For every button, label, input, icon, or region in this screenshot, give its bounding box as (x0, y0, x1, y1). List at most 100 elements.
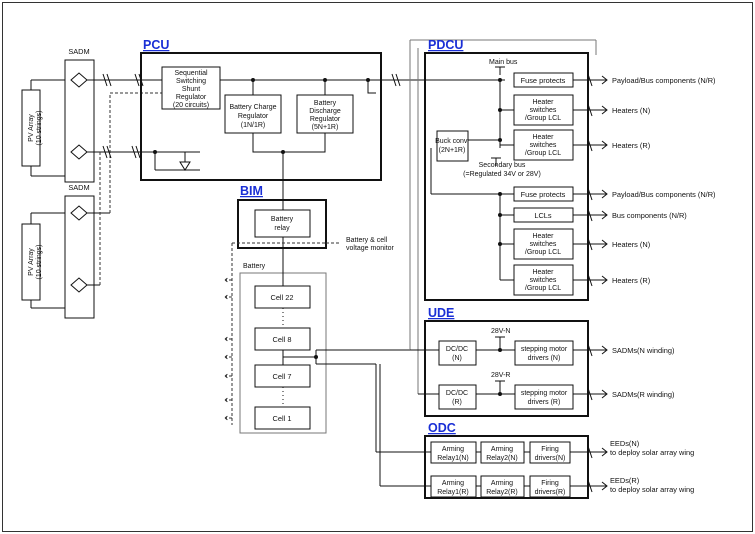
h4-l2: switches (530, 277, 557, 284)
ude-out-n: SADMs(N winding) (612, 346, 674, 355)
pcu-wiring (220, 73, 505, 210)
bdr-l1: Battery (314, 100, 337, 107)
stepping-driver-n: stepping motor drivers (N) (514, 340, 574, 366)
relay-l1: Battery (271, 216, 294, 223)
cell-1: Cell 1 (273, 414, 292, 423)
odc-title: ODC (428, 421, 456, 435)
arming-relay1-n: Arming Relay1(N) (430, 441, 477, 464)
bcr-l3: (1N/1R) (241, 122, 266, 129)
firing-drivers-r: Firing drivers(R) (529, 475, 571, 498)
heater-switch-1: Heater switches /Group LCL (513, 94, 574, 126)
bim-block (237, 199, 327, 249)
fuse2-label: Fuse protects (521, 190, 566, 199)
fuse-protects-1: Fuse protects (513, 72, 574, 88)
pdcu-outputs: Payload/Bus components (N/R) Heaters (N)… (573, 73, 716, 287)
odc-block (424, 435, 589, 499)
arm2n-l1: Arming (491, 446, 513, 453)
sadm-top-label: SADM (68, 47, 89, 56)
arm1r-l2: Relay1(R) (437, 489, 469, 496)
cell-22: Cell 22 (270, 293, 293, 302)
arm1r-l1: Arming (442, 480, 464, 487)
h1-l3: /Group LCL (525, 115, 561, 122)
pv-array-top-label-2: (10 strings) (36, 110, 43, 145)
fuse1-label: Fuse protects (521, 76, 566, 85)
bim-title: BIM (240, 184, 263, 198)
arming-relay2-n: Arming Relay2(N) (480, 441, 525, 464)
shunt-l1: Sequential (174, 70, 208, 77)
pv-array-bottom: PV Array (10 strings) (21, 212, 65, 309)
heater-switch-3: Heater switches /Group LCL (513, 228, 574, 260)
pdcu-outer-wiring (409, 39, 597, 394)
arm2n-l2: Relay2(N) (486, 455, 518, 462)
step-n-l2: drivers (N) (528, 355, 561, 362)
arm2r-l2: Relay2(R) (486, 489, 518, 496)
ude-28v-r: 28V-R (491, 372, 510, 379)
monitor-label-1: Battery & cell (346, 237, 388, 244)
shunt-l2: Switching (176, 78, 206, 85)
buck-l2: (2N+1R) (439, 147, 466, 154)
fire-r-l1: Firing (541, 480, 559, 487)
ude-title: UDE (428, 306, 454, 320)
monitor-label-2: voltage monitor (346, 245, 395, 252)
relay-l2: relay (274, 225, 290, 232)
buck-l1: Buck conv. (435, 138, 469, 145)
pdcu-out-4: Payload/Bus components (N/R) (612, 190, 716, 199)
lcls: LCLs (513, 207, 574, 223)
arm1n-l2: Relay1(N) (437, 455, 469, 462)
odc-out-n-1: EEDs(N) (610, 439, 639, 448)
h3-l1: Heater (532, 233, 554, 240)
shunt-l3: Shunt (182, 86, 200, 93)
h2-l3: /Group LCL (525, 150, 561, 157)
battery-discharge-regulator: Battery Discharge Regulator (5N+1R) (296, 94, 354, 134)
pv-array-top: PV Array (10 strings) (21, 79, 65, 177)
pdcu-wiring (430, 66, 514, 281)
h2-l1: Heater (532, 134, 554, 141)
pcu-title: PCU (143, 38, 169, 52)
ude-block (424, 320, 589, 417)
step-r-l1: stepping motor (521, 390, 568, 397)
shunt-l5: (20 circuits) (173, 102, 209, 109)
bdr-l4: (5N+1R) (312, 124, 339, 131)
dcdc-n-l2: (N) (452, 355, 462, 362)
bcr-l2: Regulator (238, 113, 269, 120)
pdcu-out-6: Heaters (N) (612, 240, 650, 249)
dcdc-r-l2: (R) (452, 399, 462, 406)
bdr-l2: Discharge (309, 108, 341, 115)
bcr-l1: Battery Charge (229, 104, 276, 111)
bdr-l3: Regulator (310, 116, 341, 123)
h4-l1: Heater (532, 269, 554, 276)
pdcu-title: PDCU (428, 38, 463, 52)
cell-8: Cell 8 (273, 335, 292, 344)
fuse-protects-2: Fuse protects (513, 186, 574, 202)
fire-n-l2: drivers(N) (535, 455, 566, 462)
sadm-bottom: SADM (64, 183, 95, 319)
pcu-block (140, 52, 382, 181)
arming-relay1-r: Arming Relay1(R) (430, 475, 477, 498)
pdcu-out-2: Heaters (N) (612, 106, 650, 115)
pv-array-top-label-1: PV Array (28, 114, 35, 142)
ude-out-r: SADMs(R winding) (612, 390, 674, 399)
odc-out-r-1: EEDs(R) (610, 476, 639, 485)
pdcu-out-7: Heaters (R) (612, 276, 650, 285)
arming-relay2-r: Arming Relay2(R) (480, 475, 525, 498)
pv-wiring (87, 73, 200, 286)
arm2r-l1: Arming (491, 480, 513, 487)
arm1n-l1: Arming (442, 446, 464, 453)
dcdc-n: DC/DC (N) (438, 340, 477, 366)
pdcu-out-5: Bus components (N/R) (612, 211, 687, 220)
dcdc-r: DC/DC (R) (438, 384, 477, 410)
secondary-bus-l1: Secondary bus (479, 162, 526, 169)
h4-l3: /Group LCL (525, 285, 561, 292)
pdcu-block (424, 52, 589, 301)
lcls-label: LCLs (534, 211, 552, 220)
odc-out-n-2: to deploy solar array wing (610, 448, 694, 457)
dcdc-n-l1: DC/DC (446, 346, 468, 353)
step-r-l2: drivers (R) (528, 399, 561, 406)
sadm-top: SADM (64, 47, 95, 183)
main-bus-label: Main bus (489, 59, 518, 66)
h1-l1: Heater (532, 99, 554, 106)
firing-drivers-n: Firing drivers(N) (529, 441, 571, 464)
